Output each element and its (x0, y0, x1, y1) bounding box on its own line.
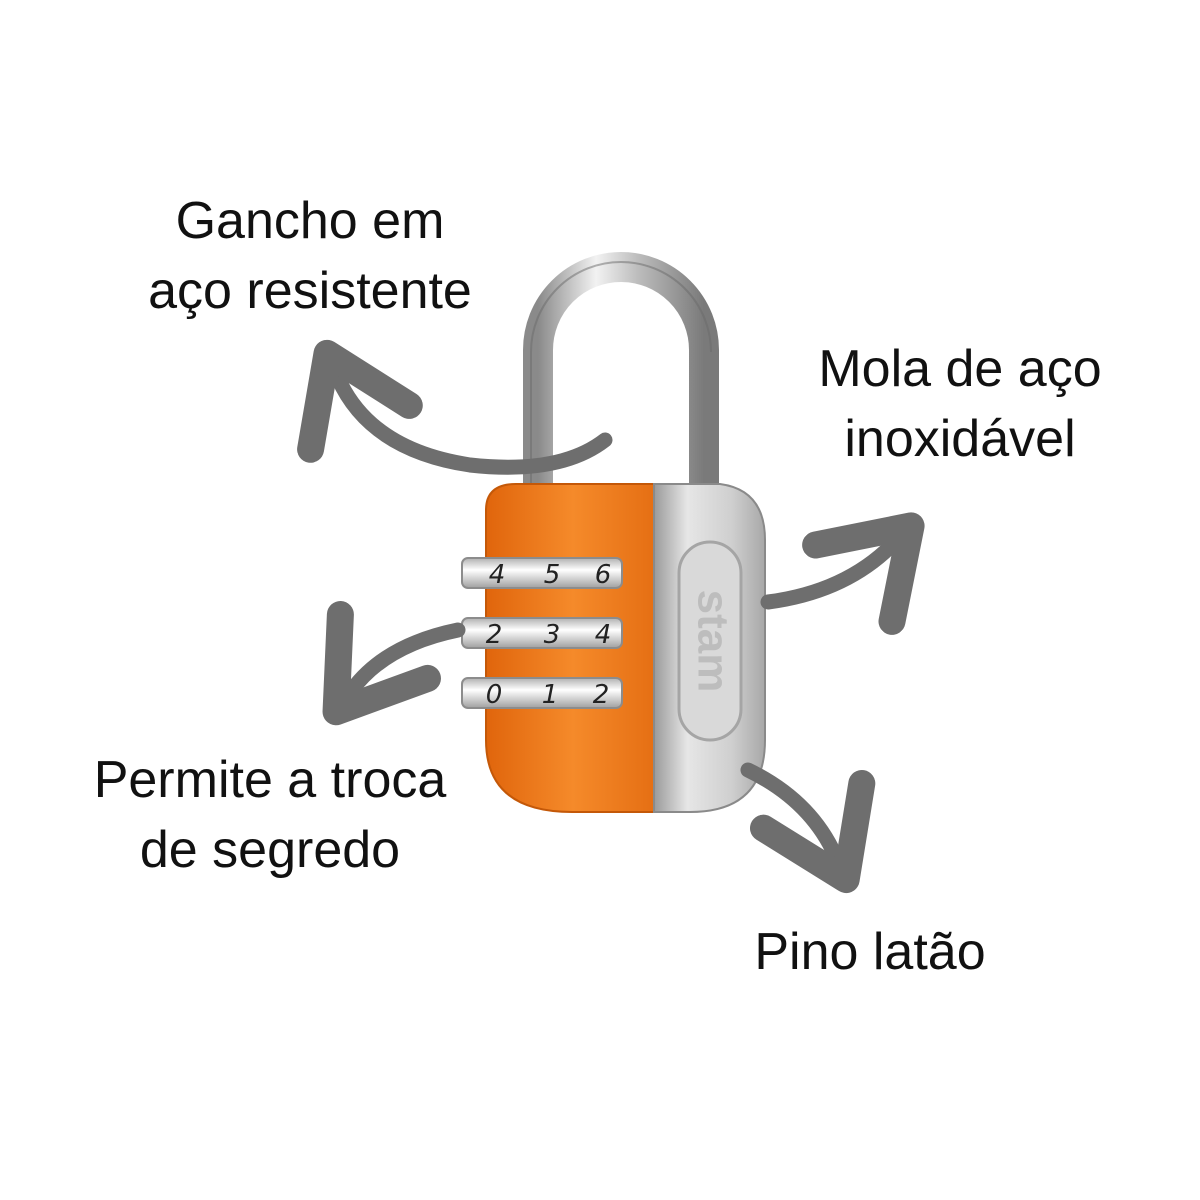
combination-wheel-2[interactable]: 2 3 4 (461, 617, 623, 650)
wheel-3-digit-a: 0 (486, 680, 503, 710)
callout-pino-line1: Pino latão (754, 923, 986, 981)
wheel-3-digit-c: 2 (593, 680, 610, 710)
arrow-mola (760, 512, 925, 635)
wheel-3-digit-b: 1 (542, 680, 559, 710)
callout-mola: Mola de aço inoxidável (780, 334, 1140, 474)
combination-wheel-3[interactable]: 0 1 2 (461, 677, 623, 710)
wheel-1-digit-a: 4 (489, 560, 506, 590)
callout-pino: Pino latão (730, 917, 1010, 987)
brand-logo: stam (688, 590, 737, 693)
wheel-1-digit-b: 5 (544, 560, 561, 590)
callout-mola-line1: Mola de aço (818, 340, 1102, 398)
arrow-pino (740, 762, 876, 894)
callout-gancho: Gancho em aço resistente (120, 186, 500, 326)
wheel-2-digit-b: 3 (544, 620, 561, 650)
wheel-1-digit-c: 6 (595, 560, 612, 590)
brand-plate (677, 540, 743, 742)
callout-mola-line2: inoxidável (844, 410, 1076, 468)
combination-wheel-1[interactable]: 4 5 6 (461, 557, 623, 590)
arrow-gancho (297, 339, 613, 475)
shackle (523, 252, 719, 492)
arrow-permite (322, 601, 466, 726)
shackle-highlight (530, 261, 712, 485)
wheel-2-digit-a: 2 (486, 620, 503, 650)
callout-gancho-line1: Gancho em (175, 192, 445, 250)
callout-permite: Permite a troca de segredo (60, 745, 480, 885)
callout-permite-line2: de segredo (139, 821, 401, 879)
callout-gancho-line2: aço resistente (148, 262, 472, 320)
wheel-2-digit-c: 4 (595, 620, 612, 650)
callout-permite-line1: Permite a troca (93, 751, 447, 809)
